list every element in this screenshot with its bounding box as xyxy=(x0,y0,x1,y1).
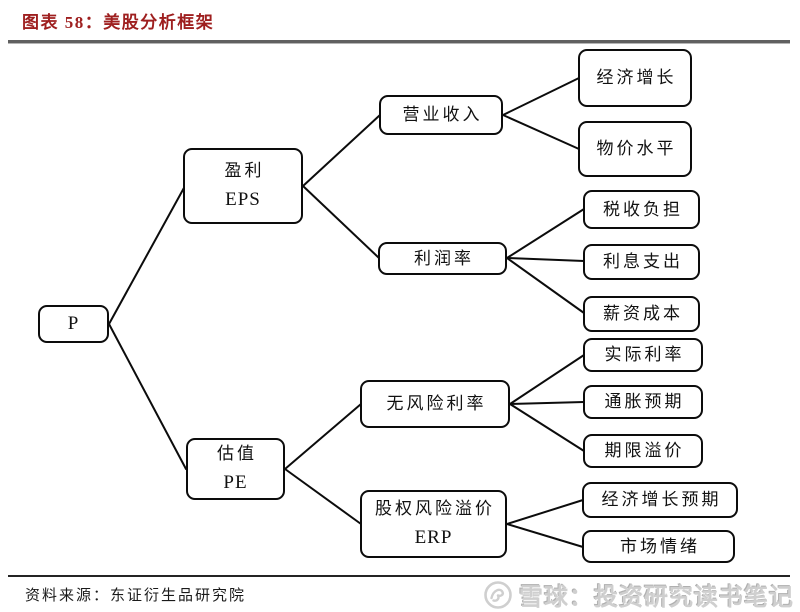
node-term-premium: 期限溢价 xyxy=(583,434,703,468)
node-erp: 股权风险溢价 ERP xyxy=(360,490,507,558)
node-p: P xyxy=(38,305,109,343)
node-eps-label: EPS xyxy=(225,189,261,211)
node-erp-label-en: ERP xyxy=(414,527,453,549)
node-term-premium-label: 期限溢价 xyxy=(604,441,685,461)
node-erp-label-cn: 股权风险溢价 xyxy=(375,498,495,518)
node-inflation-expectation-label: 通胀预期 xyxy=(604,392,685,412)
figure-title: 图表 58：美股分析框架 xyxy=(22,13,215,32)
footer-rule xyxy=(8,575,790,577)
node-valuation-label: 估值 xyxy=(217,443,257,463)
node-risk-free-rate: 无风险利率 xyxy=(360,380,510,428)
node-growth-expectation-label: 经济增长预期 xyxy=(601,490,722,510)
node-p-label: P xyxy=(67,313,80,335)
node-wage-cost: 薪资成本 xyxy=(583,296,700,332)
node-profit-margin-label: 利润率 xyxy=(414,248,474,268)
node-wage-cost-label: 薪资成本 xyxy=(603,304,683,324)
node-tax-burden: 税收负担 xyxy=(583,190,700,229)
header-rule xyxy=(8,40,790,44)
node-market-sentiment-label: 市场情绪 xyxy=(620,536,700,556)
node-real-rate: 实际利率 xyxy=(583,338,703,372)
node-revenue-label: 营业收入 xyxy=(402,105,483,125)
node-economic-growth-label: 经济增长 xyxy=(596,68,677,88)
node-growth-expectation: 经济增长预期 xyxy=(582,482,738,518)
node-tax-burden-label: 税收负担 xyxy=(603,199,683,219)
node-interest-expense-label: 利息支出 xyxy=(603,252,683,272)
node-interest-expense: 利息支出 xyxy=(583,244,700,280)
node-price-level-label: 物价水平 xyxy=(596,139,677,159)
node-risk-free-rate-label: 无风险利率 xyxy=(386,394,487,414)
source-note: 资料来源：东证衍生品研究院 xyxy=(25,588,247,604)
node-market-sentiment: 市场情绪 xyxy=(582,530,735,563)
node-valuation-pe: 估值 PE xyxy=(186,438,285,500)
node-profit-margin: 利润率 xyxy=(378,242,507,275)
xueqiu-logo-icon xyxy=(484,580,512,609)
node-profit-label: 盈利 xyxy=(224,160,265,180)
node-inflation-expectation: 通胀预期 xyxy=(583,385,703,419)
watermark: 雪球：投资研究读书笔记 xyxy=(483,577,794,612)
node-real-rate-label: 实际利率 xyxy=(604,345,685,365)
node-economic-growth: 经济增长 xyxy=(578,49,692,107)
node-price-level: 物价水平 xyxy=(578,121,692,177)
watermark-text: 雪球：投资研究读书笔记 xyxy=(519,584,794,611)
node-profit-eps: 盈利 EPS xyxy=(183,148,303,224)
node-pe-label: PE xyxy=(223,472,248,494)
node-revenue: 营业收入 xyxy=(379,95,503,135)
